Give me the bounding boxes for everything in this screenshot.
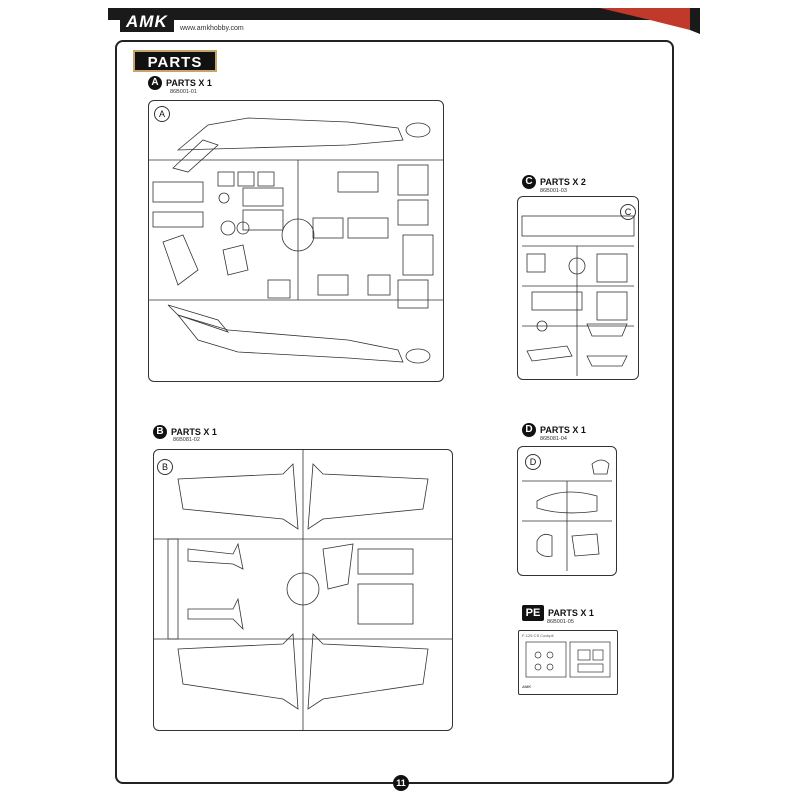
sprue-b-drawing [153,449,453,731]
pe-fret-frame [518,630,618,695]
sprue-a-qty: PARTS X 1 [166,78,212,88]
sprue-a-frame [148,100,444,382]
sprue-c-qty: PARTS X 2 [540,177,586,187]
sprue-b-code: 86B081-02 [173,437,200,443]
sprue-d-badge: D [522,423,536,437]
page-number: 11 [393,775,409,791]
sprue-c-badge: C [522,175,536,189]
amk-logo: AMK [120,12,174,32]
sprue-c-frame [517,196,639,380]
sprue-d-header: D PARTS X 1 [522,423,586,437]
sprue-d-drawing [522,459,612,571]
sprue-c-header: C PARTS X 2 [522,175,586,189]
sprue-a-letter: A [154,106,170,122]
sprue-a-badge: A [148,76,162,90]
pe-qty: PARTS X 1 [548,608,594,618]
sprue-b-header: B PARTS X 1 [153,425,217,439]
sprue-d-qty: PARTS X 1 [540,425,586,435]
sprue-a-header: A PARTS X 1 [148,76,212,90]
pe-header: PE PARTS X 1 [522,605,594,621]
parts-section-title: PARTS [133,50,217,72]
pe-fret-drawing [525,641,611,678]
sprue-a-drawing [148,117,444,364]
sprue-a-code: 86B001-01 [170,89,197,95]
sprue-b-letter: B [157,459,173,475]
top-banner [108,8,700,34]
sprue-d-letter: D [525,454,541,470]
sprue-c-drawing [521,215,635,376]
pe-code: 86B001-05 [547,619,574,625]
website-url: www.amkhobby.com [180,25,244,32]
pe-fret-logo: AMK [522,684,532,689]
sprue-d-code: 86B081-04 [540,436,567,442]
pe-badge: PE [522,605,544,621]
pe-fret-label: F-125 CS Cockpit [522,633,554,638]
sprue-b-badge: B [153,425,167,439]
sprue-d-frame [517,446,617,576]
sprue-b-qty: PARTS X 1 [171,427,217,437]
sprue-c-code: 86B001-03 [540,188,567,194]
